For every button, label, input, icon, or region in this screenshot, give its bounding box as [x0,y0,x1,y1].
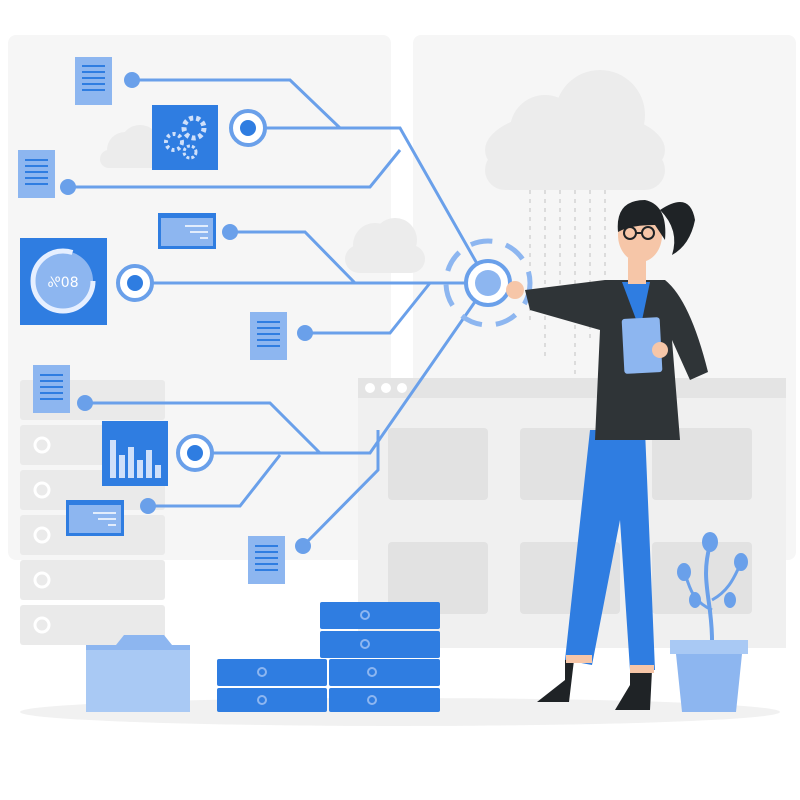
document-icon [75,57,112,105]
hub-node[interactable] [443,238,533,328]
network-lines [68,78,490,548]
code-window-icon [66,500,124,536]
folder-icon [86,635,190,712]
gears-icon [152,105,218,170]
server-lights [257,610,377,705]
woman-figure [506,200,708,710]
cloud-icon [100,125,160,168]
cloud-icon [345,218,425,273]
document-icon [33,365,70,413]
network-nodes [60,72,313,554]
document-icon [18,150,55,198]
ring-nodes [116,109,267,472]
plant-icon [670,532,748,712]
gauge-label: 80% [47,275,78,291]
code-window-icon [158,213,216,249]
server-icon [217,602,440,712]
cloud-icon [485,70,665,190]
bar-chart-icon [102,421,168,486]
document-icon [248,536,285,584]
document-icon [250,312,287,360]
gauge-icon [20,238,107,325]
